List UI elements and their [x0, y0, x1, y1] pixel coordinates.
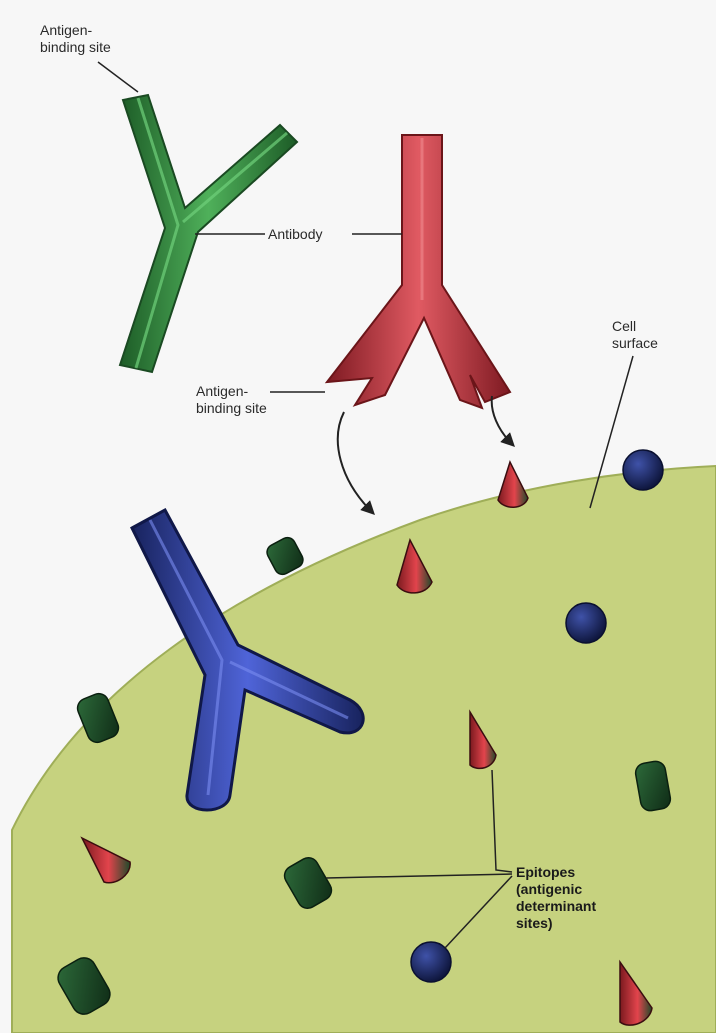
label-line: sites)	[516, 915, 596, 932]
label-line: binding site	[196, 400, 267, 417]
label-line: binding site	[40, 39, 111, 56]
label-antigen-binding-site-top: Antigen- binding site	[40, 22, 111, 56]
epitope-sphere	[623, 450, 663, 490]
label-antibody: Antibody	[268, 226, 322, 243]
label-line: (antigenic	[516, 881, 596, 898]
binding-arrow	[338, 412, 372, 512]
label-antigen-binding-site-mid: Antigen- binding site	[196, 383, 267, 417]
label-line: Antigen-	[196, 383, 267, 400]
epitope-cone	[498, 462, 528, 507]
antibody-red	[327, 135, 510, 408]
label-line: Antigen-	[40, 22, 111, 39]
epitope-sphere	[566, 603, 606, 643]
label-line: determinant	[516, 898, 596, 915]
label-line: Epitopes	[516, 864, 596, 881]
leader-line-antigen-binding-top	[98, 62, 138, 92]
label-line: Antibody	[268, 226, 322, 243]
label-cell-surface: Cell surface	[612, 318, 658, 352]
label-line: surface	[612, 335, 658, 352]
label-epitopes: Epitopes (antigenic determinant sites)	[516, 864, 596, 932]
cell-surface-body	[12, 466, 716, 1033]
binding-arrow	[492, 396, 512, 444]
label-line: Cell	[612, 318, 658, 335]
